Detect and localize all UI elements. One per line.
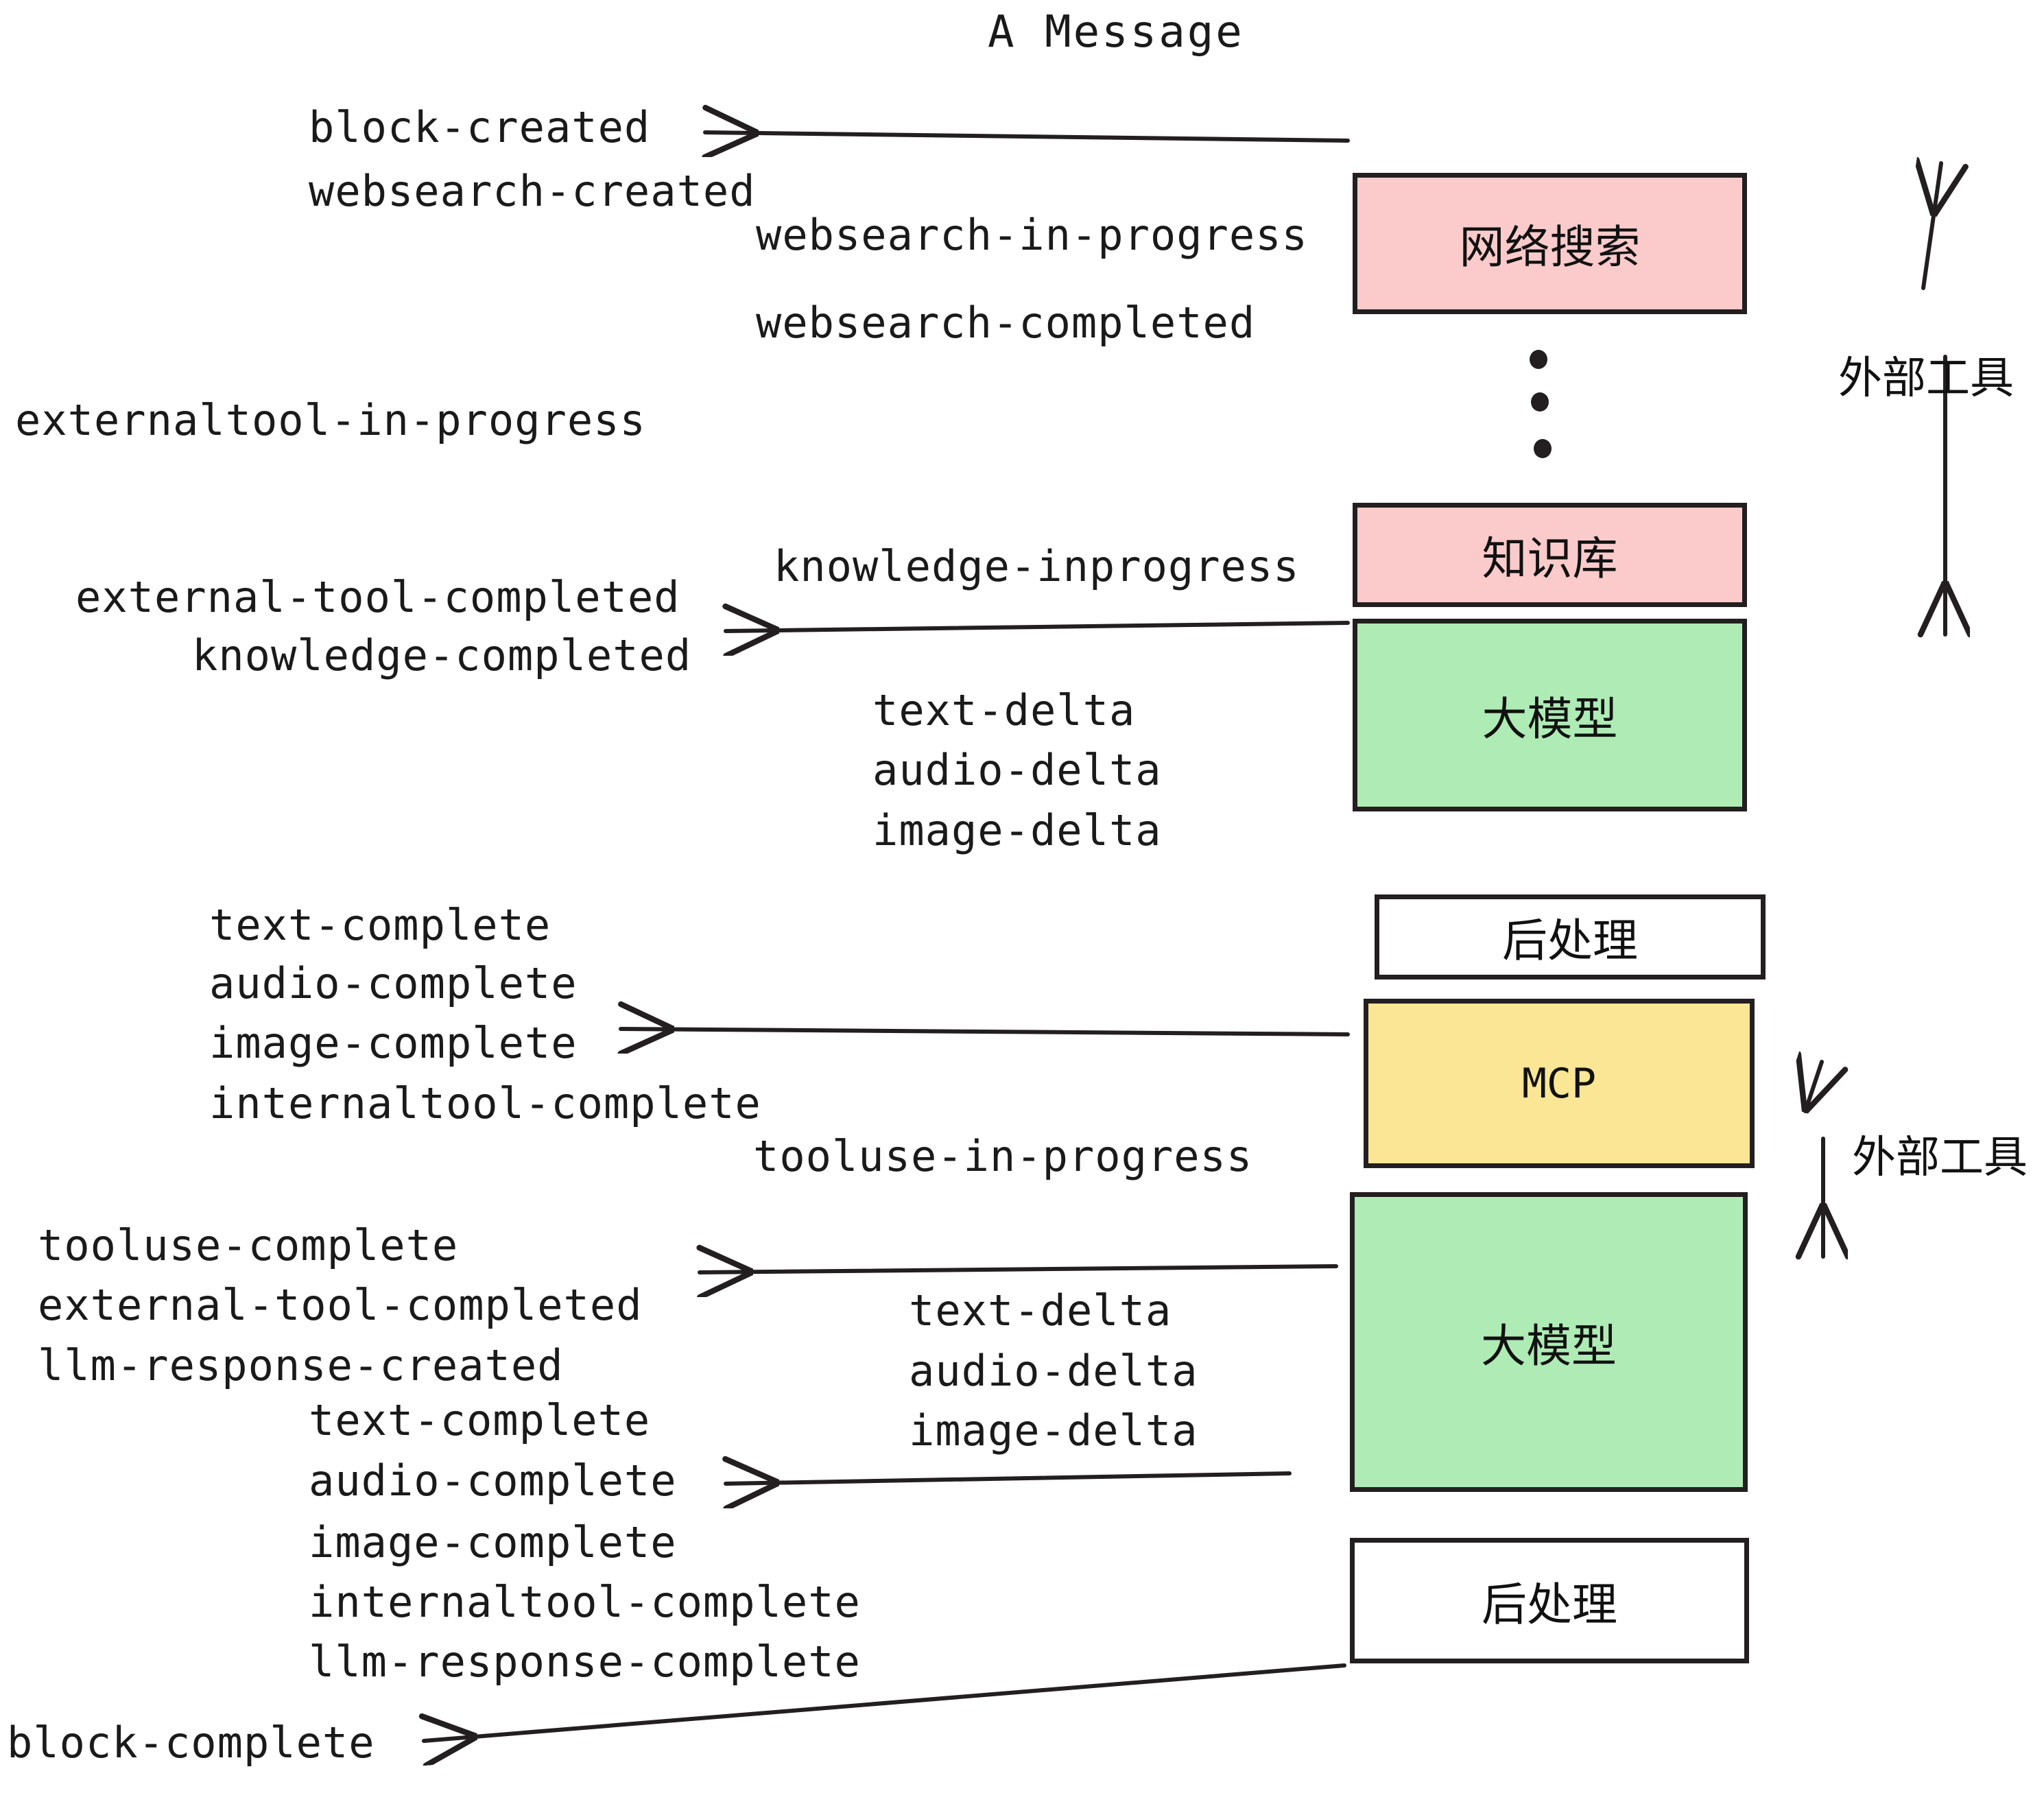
- arrow-arrow-knowledge-to-left: [726, 623, 1350, 631]
- node-knowledge[interactable]: 知识库: [1353, 503, 1747, 607]
- event-label-externaltool-in-progress: externaltool-in-progress: [15, 395, 646, 445]
- event-label-external-tool-completed-1: external-tool-completed: [75, 572, 680, 622]
- event-label-tooluse-in-progress: tooluse-in-progress: [753, 1131, 1253, 1181]
- side-label-external-tools-bottom: 外部工具: [1852, 1132, 2028, 1183]
- arrow-arrow-websearch-to-left: [705, 132, 1350, 141]
- arrow-arrow-post-bottom-to-left: [424, 1663, 1346, 1741]
- arrow-external-tools-arrow-bot-up: [1805, 1062, 1822, 1111]
- vertical-arrow-group: [1805, 163, 1945, 1257]
- node-post-top[interactable]: 后处理: [1375, 894, 1766, 980]
- event-label-text-complete-2: text-complete: [309, 1395, 651, 1445]
- event-label-llm-response-created: llm-response-created: [38, 1340, 564, 1390]
- event-label-external-tool-completed-2: external-tool-completed: [38, 1280, 643, 1330]
- node-llm-bottom[interactable]: 大模型: [1350, 1192, 1748, 1492]
- side-label-external-tools-top: 外部工具: [1838, 353, 2014, 404]
- ellipsis-dot: [1534, 439, 1552, 458]
- event-label-audio-complete-2: audio-complete: [309, 1456, 677, 1506]
- event-label-audio-delta-1: audio-delta: [872, 745, 1162, 795]
- event-label-internaltool-complete-1: internaltool-complete: [209, 1078, 761, 1128]
- event-label-websearch-completed: websearch-completed: [756, 298, 1256, 348]
- event-label-image-complete-1: image-complete: [209, 1018, 578, 1068]
- arrow-arrow-llm-bottom-to-left: [726, 1473, 1292, 1484]
- event-label-text-complete-1: text-complete: [209, 900, 551, 950]
- arrow-external-tools-arrow-top-up: [1923, 163, 1941, 290]
- event-label-internaltool-complete-2: internaltool-complete: [309, 1577, 861, 1627]
- event-label-block-created: block-created: [309, 102, 651, 152]
- ellipsis-dot: [1530, 350, 1547, 369]
- event-label-text-delta-1: text-delta: [872, 685, 1136, 735]
- event-label-audio-delta-2: audio-delta: [909, 1346, 1198, 1396]
- event-label-image-delta-1: image-delta: [872, 805, 1162, 855]
- event-label-text-delta-2: text-delta: [909, 1285, 1172, 1336]
- event-label-knowledge-completed: knowledge-completed: [192, 630, 692, 680]
- event-label-image-complete-2: image-complete: [309, 1517, 677, 1567]
- node-mcp[interactable]: MCP: [1364, 999, 1755, 1168]
- event-label-websearch-in-progress: websearch-in-progress: [756, 210, 1308, 260]
- event-label-block-complete: block-complete: [7, 1718, 375, 1768]
- event-label-image-delta-2: image-delta: [909, 1405, 1198, 1456]
- arrow-arrow-post-top-to-left: [621, 1029, 1350, 1034]
- event-label-audio-complete-1: audio-complete: [209, 958, 578, 1008]
- event-label-llm-response-complete: llm-response-complete: [309, 1637, 861, 1687]
- arrow-arrow-mcp-to-left: [700, 1266, 1338, 1272]
- node-post-bottom[interactable]: 后处理: [1350, 1538, 1749, 1663]
- event-label-tooluse-complete: tooluse-complete: [38, 1220, 459, 1270]
- page-title: A Message: [988, 7, 1244, 58]
- ellipsis-dot: [1531, 392, 1549, 412]
- event-label-websearch-created: websearch-created: [309, 166, 756, 216]
- node-llm-top[interactable]: 大模型: [1353, 619, 1747, 811]
- node-websearch[interactable]: 网络搜索: [1353, 173, 1747, 314]
- event-label-knowledge-inprogress: knowledge-inprogress: [774, 541, 1300, 591]
- horizontal-arrow-group: [424, 132, 1350, 1741]
